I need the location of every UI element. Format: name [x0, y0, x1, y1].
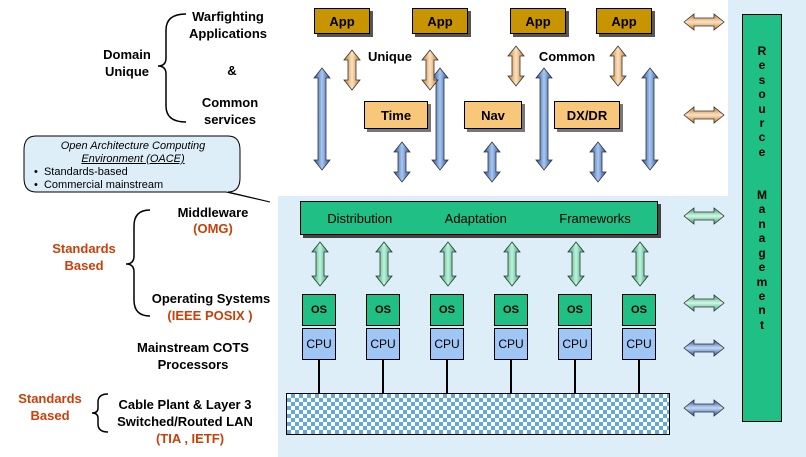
operating-systems-label: Operating Systems: [151, 291, 271, 306]
app-middleware-arrow-3: [535, 67, 553, 171]
callout-bullet-2: • Commercial mainstream: [34, 179, 164, 191]
resource-management-bar: [742, 14, 782, 422]
app-middleware-arrow-2: [431, 67, 449, 171]
cpu-box-1: CPU: [302, 328, 336, 360]
adaptation-label: Adaptation: [444, 210, 507, 226]
middleware-label: Middleware: [177, 205, 249, 220]
cpu-box-4: CPU: [494, 328, 528, 360]
ieee-posix-label: (IEEE POSIX ): [167, 308, 253, 323]
service-middleware-arrow-2: [483, 141, 501, 183]
callout: Open Architecture Computing Environment …: [30, 140, 236, 192]
app-box-2: App: [412, 8, 468, 34]
cpu-box-3: CPU: [430, 328, 464, 360]
rm-arrow-middleware: [683, 207, 725, 225]
app-box-4: App: [596, 8, 652, 34]
service-middleware-arrow-1: [393, 141, 411, 183]
domain-brace: [157, 13, 187, 123]
os-box-4: OS: [494, 294, 528, 326]
app-service-arrow-2: [421, 49, 439, 91]
mainstream-cots-label: Mainstream COTS Processors: [137, 340, 249, 372]
cable-plant-label: Cable Plant & Layer 3 Switched/Routed LA…: [117, 397, 253, 429]
app-service-arrow-4: [609, 45, 627, 87]
ampersand-label: &: [227, 63, 237, 78]
rm-arrow-cpu: [683, 339, 725, 357]
warfighting-label: Warfighting Applications: [188, 9, 267, 41]
frameworks-label: Frameworks: [559, 210, 631, 226]
cpu-box-6: CPU: [622, 328, 656, 360]
common-label: Common: [538, 49, 596, 64]
app-box-3: App: [510, 8, 566, 34]
dxdr-box: DX/DR: [554, 101, 620, 129]
lan-bar: [286, 393, 670, 435]
callout-title-1: Open Architecture Computing: [60, 140, 206, 152]
omg-label: (OMG): [193, 221, 233, 236]
middleware-os-arrow-6: [631, 241, 649, 287]
time-box: Time: [364, 101, 428, 129]
os-box-3: OS: [430, 294, 464, 326]
distribution-label: Distribution: [327, 210, 393, 226]
os-box-6: OS: [622, 294, 656, 326]
rm-arrow-os: [683, 294, 725, 312]
standards-based-label-1: Standards Based: [52, 241, 116, 273]
common-services-label: Common services: [201, 95, 259, 127]
cpu-box-5: CPU: [558, 328, 592, 360]
middleware-os-arrow-5: [567, 241, 585, 287]
callout-title-2: Environment (OACE): [81, 153, 185, 165]
middleware-os-arrow-3: [439, 241, 457, 287]
cpu-box-2: CPU: [366, 328, 400, 360]
rm-arrow-lan: [683, 399, 725, 417]
app-middleware-arrow-4: [641, 67, 659, 171]
service-middleware-arrow-3: [589, 141, 607, 183]
middleware-os-arrow-1: [311, 241, 329, 287]
os-box-1: OS: [302, 294, 336, 326]
nav-box: Nav: [464, 101, 522, 129]
app-service-arrow-1: [343, 49, 361, 91]
standards-brace-1: [125, 209, 151, 317]
standards-based-label-2: Standards Based: [18, 391, 82, 423]
standards-brace-2: [91, 393, 109, 433]
rm-arrow-apps: [683, 13, 725, 31]
callout-bullet-1: • Standards-based: [34, 166, 128, 178]
middleware-os-arrow-4: [503, 241, 521, 287]
rm-arrow-services: [683, 106, 725, 124]
app-box-1: App: [314, 8, 370, 34]
os-box-5: OS: [558, 294, 592, 326]
app-middleware-arrow-1: [313, 67, 331, 171]
middleware-os-arrow-2: [375, 241, 393, 287]
unique-label: Unique: [367, 49, 413, 64]
app-service-arrow-3: [507, 45, 525, 87]
domain-unique-label: Domain Unique: [103, 47, 151, 79]
os-box-2: OS: [366, 294, 400, 326]
tia-ietf-label: (TIA , IETF): [155, 431, 225, 446]
middleware-bar: Distribution Adaptation Frameworks: [300, 201, 658, 235]
